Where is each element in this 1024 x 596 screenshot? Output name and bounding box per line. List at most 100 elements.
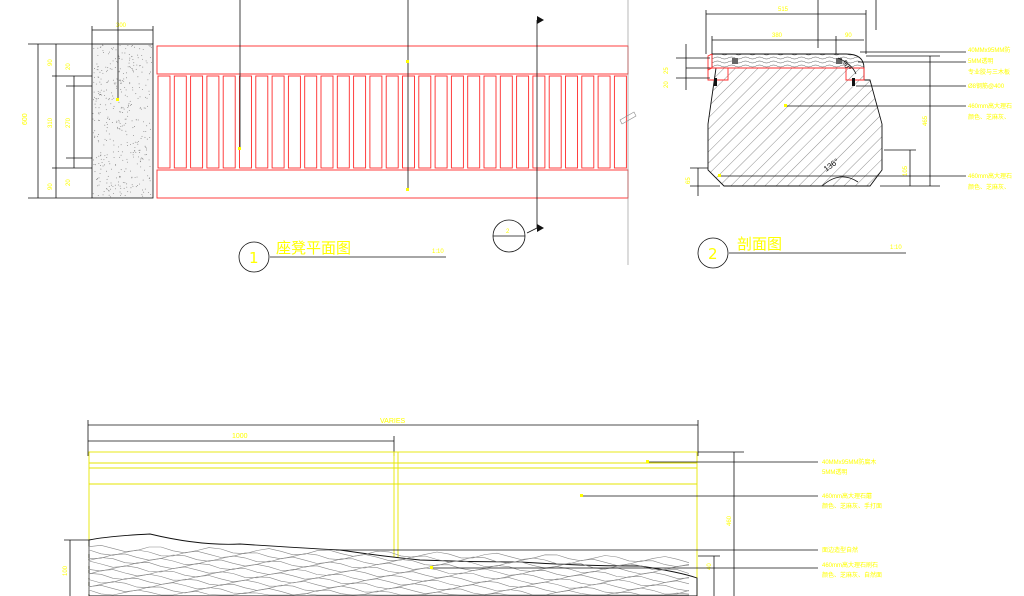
stipple-dot xyxy=(129,57,131,59)
stipple-dot xyxy=(140,158,142,160)
stone-texture-line xyxy=(88,581,690,596)
stipple-dot xyxy=(109,51,110,53)
stone-texture-line xyxy=(88,557,690,575)
plan-slat xyxy=(206,75,220,169)
stipple-dot xyxy=(139,149,141,151)
stipple-dot xyxy=(121,52,123,54)
stipple-dot xyxy=(93,164,95,165)
stipple-dot xyxy=(122,112,124,113)
stipple-dot xyxy=(96,63,98,65)
stipple-dot xyxy=(109,138,111,140)
stipple-dot xyxy=(112,185,114,187)
stipple-dot xyxy=(137,141,139,143)
stipple-dot xyxy=(135,119,137,121)
stipple-dot xyxy=(114,184,116,186)
plan-slat xyxy=(190,75,204,169)
stipple-dot xyxy=(121,91,122,93)
stipple-dot xyxy=(126,161,128,163)
stipple-dot xyxy=(125,118,127,120)
stipple-dot xyxy=(142,48,144,50)
elevation-rough-stone-edge xyxy=(88,533,698,596)
stipple-dot xyxy=(94,120,96,121)
stipple-dot xyxy=(97,90,99,92)
section-dim-right: 465 xyxy=(923,115,929,126)
stipple-dot xyxy=(139,108,141,110)
stipple-dot xyxy=(127,66,129,68)
section-note-6: 460mm高大理石 xyxy=(968,172,1012,180)
stipple-dot xyxy=(97,98,99,100)
stipple-dot xyxy=(108,80,110,82)
stipple-dot xyxy=(134,141,136,143)
stipple-dot xyxy=(121,151,123,153)
stipple-dot xyxy=(100,154,102,156)
stipple-dot xyxy=(127,104,129,106)
stipple-dot xyxy=(128,102,130,104)
stipple-dot xyxy=(112,79,114,81)
stipple-dot xyxy=(110,103,112,105)
stipple-dot xyxy=(95,107,97,109)
plan-slat xyxy=(450,75,464,169)
stipple-dot xyxy=(127,111,129,113)
stipple-dot xyxy=(144,136,146,138)
plan-slat xyxy=(581,75,595,169)
stipple-dot xyxy=(119,177,121,179)
plan-slat xyxy=(271,75,285,169)
plan-slat xyxy=(255,75,269,169)
section-note-1: 5MM透明 xyxy=(968,57,993,65)
section-stone-body xyxy=(707,67,883,187)
stipple-dot xyxy=(146,138,148,140)
stipple-dot xyxy=(92,99,94,101)
stipple-dot xyxy=(94,137,96,139)
section-dim-top-1: 380 xyxy=(772,33,783,39)
stipple-dot xyxy=(116,78,118,80)
stipple-dot xyxy=(146,149,147,151)
stone-texture-line xyxy=(88,572,690,592)
stipple-dot xyxy=(102,194,104,196)
stipple-dot xyxy=(135,93,137,95)
stipple-dot xyxy=(132,44,133,46)
stipple-dot xyxy=(132,87,134,89)
stipple-dot xyxy=(132,152,134,153)
stipple-dot xyxy=(134,126,136,127)
stipple-dot xyxy=(130,144,132,145)
stipple-dot xyxy=(98,177,100,179)
stipple-dot xyxy=(131,104,132,105)
elevation-view: VARIES 1000 460 40 100 40MMx95MM防腐 xyxy=(63,418,882,596)
stipple-dot xyxy=(99,165,101,167)
stipple-dot xyxy=(133,156,134,158)
stipple-dot xyxy=(120,193,122,195)
stipple-dot xyxy=(147,79,149,81)
stipple-dot xyxy=(113,105,115,107)
section-note-5: 颜色、芝麻灰、 xyxy=(968,113,1010,121)
stipple-dot xyxy=(96,69,98,70)
stipple-dot xyxy=(144,107,146,109)
stipple-dot xyxy=(106,121,108,123)
stipple-dot xyxy=(149,177,151,179)
stipple-dot xyxy=(113,47,114,49)
plan-dim-2: 270 xyxy=(66,117,72,128)
stipple-dot xyxy=(114,83,116,85)
stipple-dot xyxy=(111,92,113,94)
stipple-dot xyxy=(118,101,120,103)
stipple-dot xyxy=(120,144,122,146)
plan-wood-slats xyxy=(157,75,627,169)
stipple-dot xyxy=(121,106,123,108)
stipple-dot xyxy=(150,194,152,195)
section-note-4: 460mm高大理石 xyxy=(968,102,1012,110)
stipple-dot xyxy=(123,78,125,80)
stipple-dot xyxy=(93,72,95,74)
plan-dim-top: 300 xyxy=(116,23,127,29)
stipple-dot xyxy=(149,45,151,47)
plan-bench-rail-bottom xyxy=(156,169,629,199)
stipple-dot xyxy=(119,79,121,81)
stipple-dot xyxy=(145,130,147,132)
stipple-dot xyxy=(106,182,108,184)
plan-slat xyxy=(320,75,334,169)
plan-stone-pad xyxy=(91,43,154,199)
stipple-dot xyxy=(97,178,99,180)
stipple-dot xyxy=(143,131,145,133)
stipple-dot xyxy=(100,78,102,80)
stipple-dot xyxy=(128,62,130,64)
stipple-dot xyxy=(127,145,129,146)
stipple-dot xyxy=(117,128,119,130)
